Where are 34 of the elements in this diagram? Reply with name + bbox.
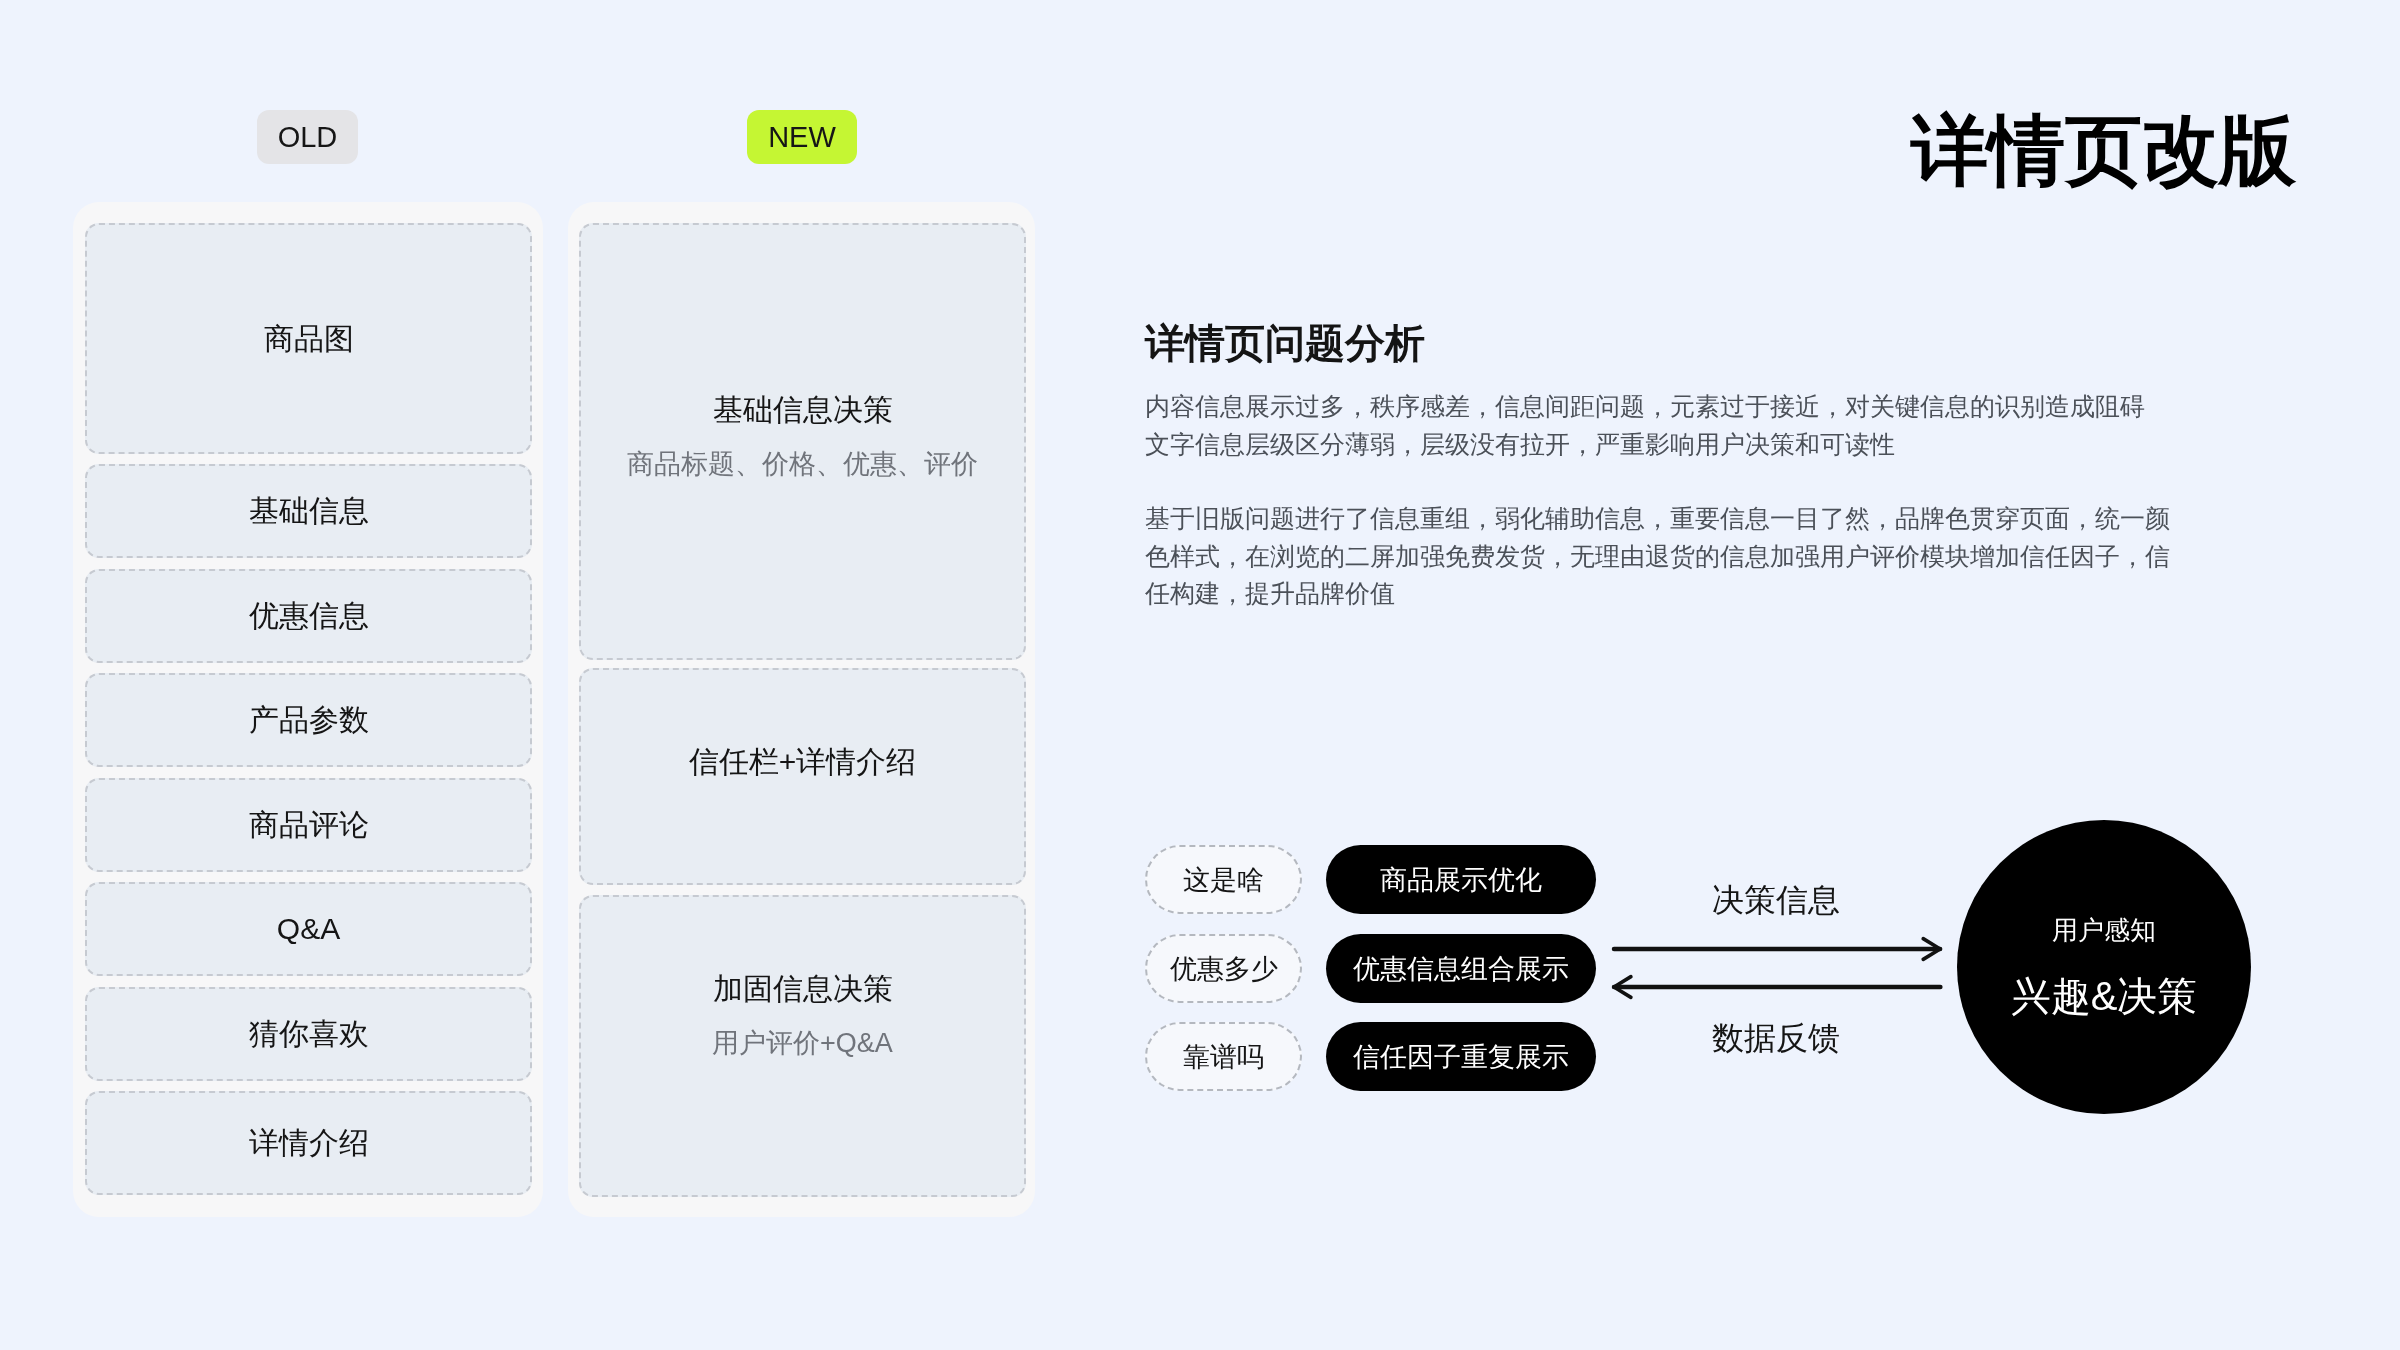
solution-pill: 商品展示优化	[1326, 845, 1596, 914]
section-box: Q&A	[85, 882, 532, 976]
section-box	[579, 895, 1026, 1197]
question-pill: 优惠多少	[1145, 934, 1302, 1003]
section-box: 产品参数	[85, 673, 532, 767]
circle-title: 兴趣&决策	[2010, 973, 2198, 1020]
box-subtitle: 商品标题、价格、优惠、评价	[627, 447, 978, 481]
solution-pill: 优惠信息组合展示	[1326, 934, 1596, 1003]
body-text: 内容信息展示过多，秩序感差，信息间距问题，元素过于接近，对关键信息的识别造成阻碍	[1145, 391, 2146, 422]
box-subtitle: 用户评价+Q&A	[712, 1027, 893, 1060]
section-heading: 详情页问题分析	[1145, 320, 1426, 367]
section-box: 基础信息	[85, 464, 532, 558]
section-box: 详情介绍	[85, 1091, 532, 1195]
question-pill: 靠谱吗	[1145, 1022, 1302, 1091]
section-box: 商品图	[85, 223, 532, 454]
arrow	[1611, 974, 1943, 1000]
body-text: 基于旧版问题进行了信息重组，弱化辅助信息，重要信息一目了然，品牌色贯穿页面，统一颜色样式，在浏览的二屏加强免费发货，无理由退货的信息加强用户评价模块增加信任因子，信任构建，提升品牌价值	[1145, 503, 2171, 609]
section-box	[579, 223, 1026, 660]
box-title: 加固信息决策	[712, 971, 893, 1007]
solution-pill: 信任因子重复展示	[1326, 1022, 1596, 1091]
circle-caption: 用户感知	[2052, 914, 2156, 947]
version-tag: OLD	[257, 110, 358, 164]
version-tag: NEW	[747, 110, 857, 164]
panel-card	[73, 202, 543, 1217]
section-box: 信任栏+详情介绍	[579, 668, 1026, 885]
section-box: 猜你喜欢	[85, 986, 532, 1081]
body-text: 文字信息层级区分薄弱，层级没有拉开，严重影响用户决策和可读性	[1145, 429, 1896, 460]
panel-card	[568, 202, 1035, 1217]
section-box: 商品评论	[85, 777, 532, 872]
question-pill: 这是啥	[1145, 845, 1302, 914]
arrow	[1611, 936, 1943, 962]
page-title: 详情页改版	[1911, 106, 2296, 195]
box-title: 基础信息决策	[712, 391, 893, 428]
section-box: 优惠信息	[85, 568, 532, 663]
